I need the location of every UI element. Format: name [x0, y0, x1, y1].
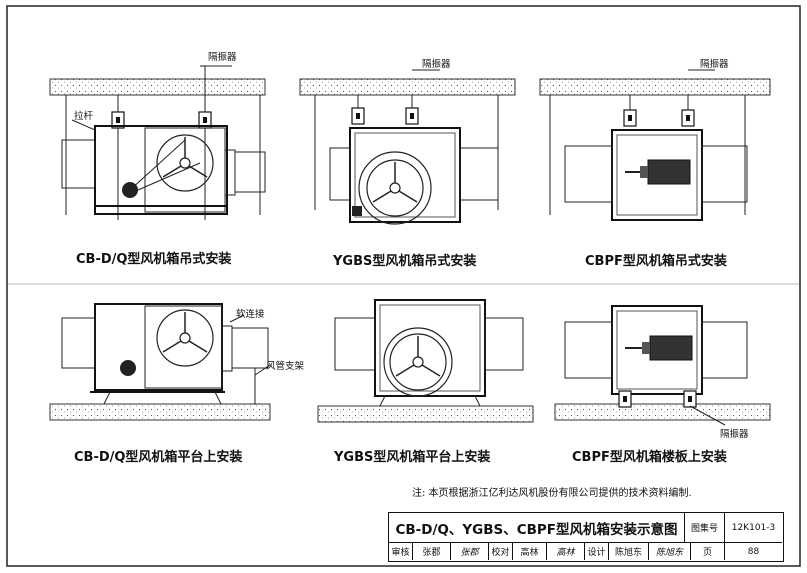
caption-cbpf-hung: CBPF型风机箱吊式安装 — [585, 254, 727, 269]
title-block: CB-D/Q、YGBS、CBPF型风机箱安装示意图 图集号 12K101-3 审… — [388, 512, 784, 562]
checker-signature: 高林 — [547, 543, 585, 560]
bottom-row-drawings — [49, 299, 771, 426]
reviewer: 张郡 — [413, 543, 451, 560]
cbdq-hung-drawing — [61, 95, 266, 220]
note: 注: 本页根据浙江亿利达风机股份有限公司提供的技术资料编制. — [412, 488, 692, 499]
page-number: 88 — [747, 546, 760, 557]
atlas-label: 图集号 — [685, 513, 725, 543]
duct-support-label: 风管支架 — [266, 361, 305, 372]
caption-cbdq-platform: CB-D/Q型风机箱平台上安装 — [74, 450, 243, 465]
page-label: 页 — [691, 543, 725, 560]
soft-joint-label: 软连接 — [236, 309, 265, 320]
isolator-label-2: 隔振器 — [422, 59, 451, 70]
drawing-title: CB-D/Q、YGBS、CBPF型风机箱安装示意图 — [389, 513, 685, 543]
isolator-label-1: 隔振器 — [208, 52, 237, 63]
rod-label: 拉杆 — [74, 111, 94, 122]
checker: 高林 — [513, 543, 547, 560]
review-label: 审核 — [389, 543, 413, 560]
design-label: 设计 — [585, 543, 609, 560]
reviewer-signature: 张郡 — [451, 543, 489, 560]
atlas-number: 12K101-3 — [725, 513, 782, 543]
designer-signature: 陈旭东 — [649, 543, 691, 560]
cbpf-floor-drawing — [564, 305, 748, 426]
signature-row: 审核 张郡 张郡 校对 高林 高林 设计 陈旭东 陈旭东 页 88 — [389, 543, 782, 560]
ygbs-hung-drawing — [314, 95, 499, 225]
ygbs-platform-drawing — [334, 299, 524, 407]
isolator-label-4: 隔振器 — [720, 429, 749, 440]
caption-ygbs-platform: YGBS型风机箱平台上安装 — [334, 450, 491, 465]
cbpf-hung-drawing — [549, 95, 748, 221]
cbdq-platform-drawing — [61, 303, 269, 405]
sheet-border — [6, 5, 801, 567]
caption-cbpf-floor: CBPF型风机箱楼板上安装 — [572, 450, 727, 465]
caption-cbdq-hung: CB-D/Q型风机箱吊式安装 — [76, 252, 232, 267]
check-label: 校对 — [489, 543, 513, 560]
caption-ygbs-hung: YGBS型风机箱吊式安装 — [333, 254, 477, 269]
top-row-drawings — [49, 78, 771, 225]
designer: 陈旭东 — [609, 543, 649, 560]
isolator-label-3: 隔振器 — [700, 59, 729, 70]
